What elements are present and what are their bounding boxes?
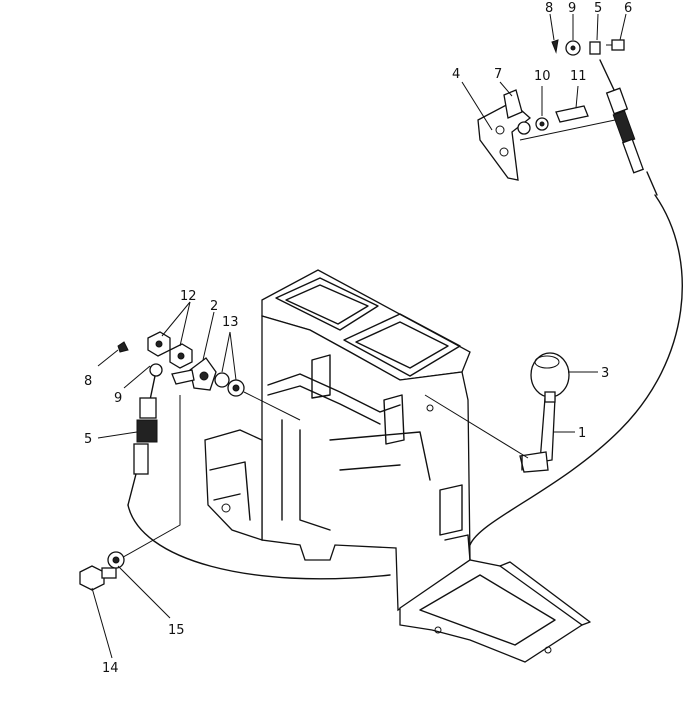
- callout-8-top: 8: [545, 1, 553, 16]
- control-cable-loop: [469, 194, 683, 546]
- top-small-parts: [551, 39, 581, 56]
- callout-9-left: 9: [114, 391, 122, 406]
- pivot-plate: [171, 357, 301, 421]
- cable-route-line: [117, 395, 181, 561]
- lever-knob: [530, 352, 570, 403]
- callout-3: 3: [601, 366, 609, 381]
- callout-7: 7: [494, 67, 502, 82]
- callout-12: 12: [180, 289, 197, 304]
- callout-6: 6: [624, 1, 632, 16]
- callout-5-top: 5: [594, 1, 602, 16]
- left-nuts: [147, 331, 193, 369]
- callout-13: 13: [222, 315, 239, 330]
- shift-lever: [424, 394, 556, 473]
- console-housing: [204, 269, 591, 663]
- callout-5-left: 5: [84, 432, 92, 447]
- callout-9-top: 9: [568, 1, 576, 16]
- cable-end-top: [589, 39, 658, 196]
- callout-11: 11: [570, 69, 587, 84]
- callout-14: 14: [102, 661, 119, 676]
- callout-8-left: 8: [84, 374, 92, 389]
- callout-1: 1: [578, 426, 586, 441]
- callout-2: 2: [210, 299, 218, 314]
- bolt-and-washer: [79, 551, 125, 591]
- callout-labels: 1 2 3 4 5 5 6 7 8 8 9 9 10 11 12 13 14 1…: [84, 1, 632, 676]
- control-cable-lower: [127, 504, 391, 580]
- left-cable-end: [117, 341, 163, 506]
- leader-lines: [91, 13, 627, 659]
- callout-15: 15: [168, 623, 185, 638]
- callout-10: 10: [534, 69, 551, 84]
- callout-4: 4: [452, 67, 460, 82]
- bracket-assembly: [477, 89, 616, 181]
